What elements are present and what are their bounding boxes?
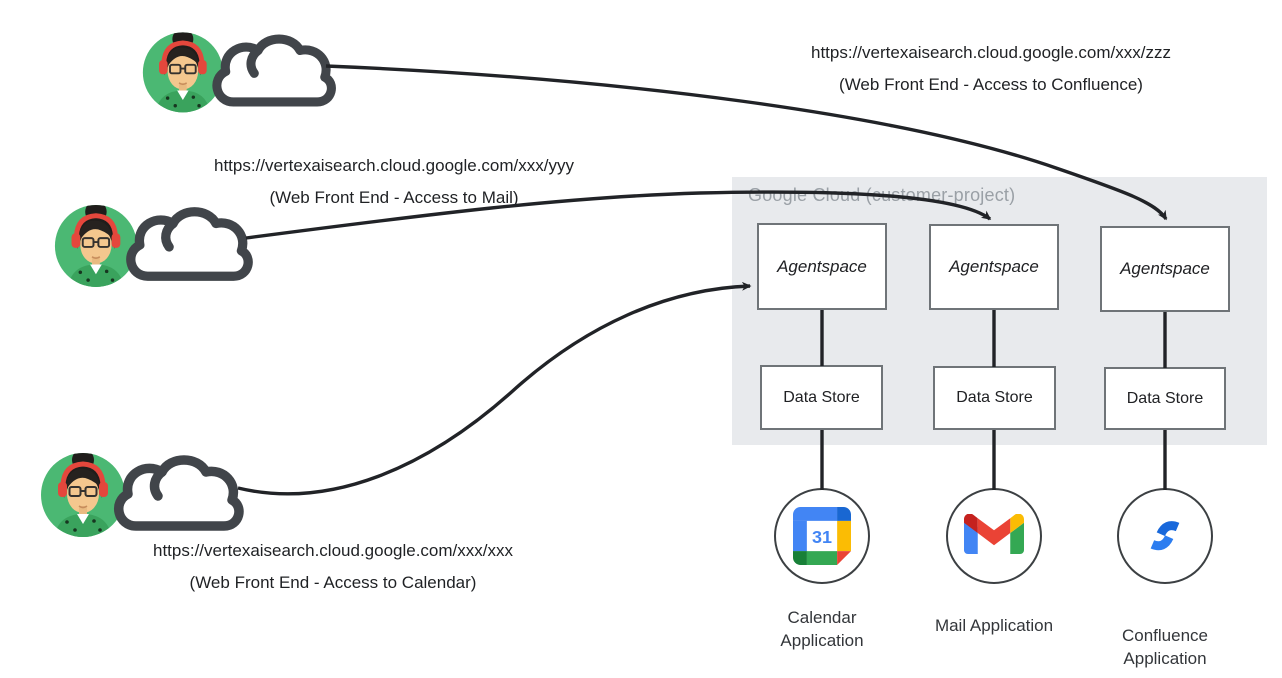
agentspace-box-calendar: Agentspace [757,223,887,310]
datastore-label: Data Store [783,388,860,406]
calendar-url-caption: (Web Front End - Access to Calendar) [189,573,477,592]
calendar-day-number: 31 [812,527,832,547]
confluence-app-label: Confluence Application [1121,626,1208,668]
confluence-url-block: https://vertexaisearch.cloud.google.com/… [751,37,1231,101]
user-avatar-cloud-confluence [140,18,340,123]
calendar-user-arrow [237,281,752,496]
datastore-label: Data Store [956,389,1033,406]
datastore-box-mail: Data Store [933,366,1056,430]
mail-app-label: Mail Application [934,616,1054,635]
mail-url: https://vertexaisearch.cloud.google.com/… [214,156,574,175]
confluence-icon [1150,521,1180,551]
mail-app-circle [946,488,1042,584]
calendar-app-label: Calendar Application [780,608,864,650]
datastore-box-calendar: Data Store [760,365,883,430]
google-calendar-icon: 31 [793,507,851,565]
mail-url-block: https://vertexaisearch.cloud.google.com/… [154,150,634,214]
agentspace-box-mail: Agentspace [929,224,1059,310]
confluence-url-caption: (Web Front End - Access to Confluence) [839,75,1143,94]
mail-url-caption: (Web Front End - Access to Mail) [269,188,519,207]
calendar-app-circle: 31 [774,488,870,584]
agentspace-label: Agentspace [949,257,1039,276]
confluence-app-circle [1117,488,1213,584]
agentspace-box-confluence: Agentspace [1100,226,1230,312]
datastore-box-confluence: Data Store [1104,367,1226,430]
calendar-url-block: https://vertexaisearch.cloud.google.com/… [93,535,573,599]
agentspace-label: Agentspace [777,256,867,276]
google-cloud-label: Google Cloud (customer-project) [748,185,1016,205]
gmail-icon [964,513,1024,554]
calendar-url: https://vertexaisearch.cloud.google.com/… [153,541,513,560]
user-avatar-cloud-calendar [38,438,248,548]
datastore-label: Data Store [1126,389,1204,407]
agentspace-label: Agentspace [1120,259,1210,278]
confluence-url: https://vertexaisearch.cloud.google.com/… [811,43,1171,62]
